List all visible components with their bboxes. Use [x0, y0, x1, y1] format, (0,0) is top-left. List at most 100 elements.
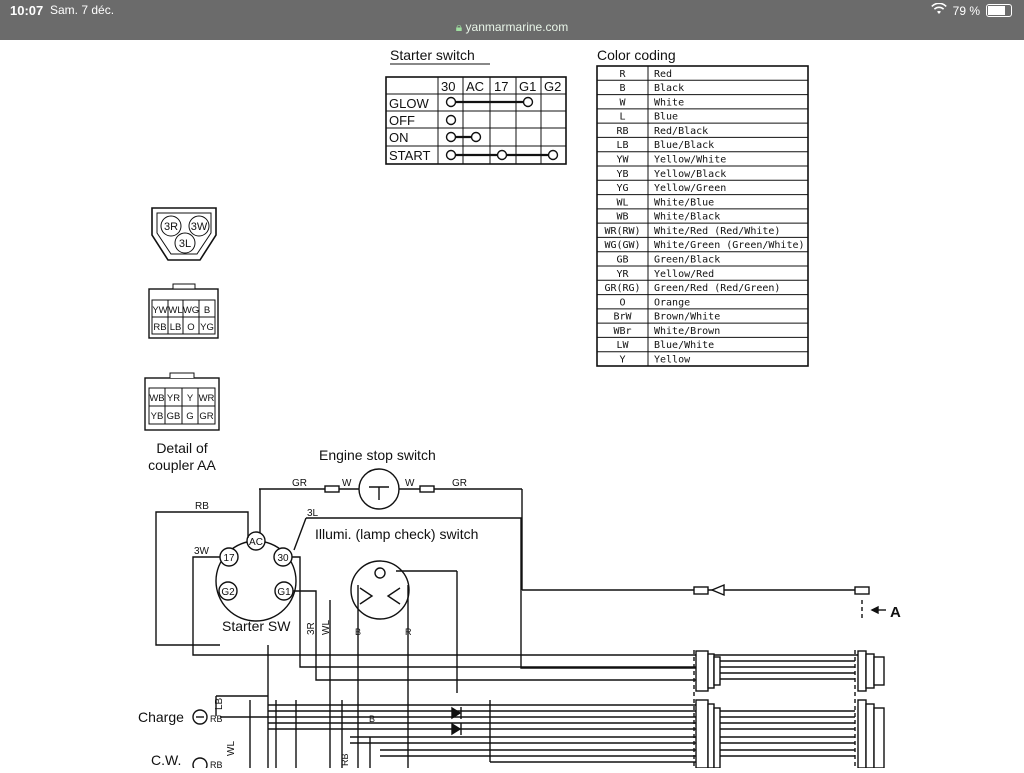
color-code: YG — [616, 183, 628, 194]
marker-a-label: A — [890, 604, 901, 621]
wiring-diagram-page: Starter switch 30 AC 17 G1 G2 GLOW OFF O… — [20, 40, 1004, 773]
pin-label: 3R — [164, 221, 178, 233]
pin-label: WB — [149, 393, 164, 404]
diagram-canvas: Starter switch 30 AC 17 G1 G2 GLOW OFF O… — [138, 47, 901, 773]
pin-label: LB — [170, 322, 182, 333]
color-name: Brown/White — [654, 312, 720, 323]
row-label: GLOW — [389, 96, 429, 111]
starter-switch-title: Starter switch — [390, 47, 475, 63]
col-header: G1 — [519, 79, 536, 94]
color-name: Red/Black — [654, 126, 708, 137]
color-name: White/Red (Red/White) — [654, 226, 780, 237]
color-code: GB — [616, 255, 628, 266]
wire-label: B — [369, 714, 375, 724]
wire-label: 3R — [306, 622, 317, 635]
starter-switch-table: Starter switch 30 AC 17 G1 G2 GLOW OFF O… — [385, 47, 567, 165]
color-name: White/Black — [654, 212, 720, 223]
wire-label: RB — [195, 501, 209, 512]
color-code: YB — [616, 169, 628, 180]
wire-label: WL — [226, 741, 237, 756]
color-name: Blue/Black — [654, 140, 714, 151]
wiring-labels: Engine stop switch Illumi. (lamp check) … — [138, 447, 901, 770]
status-indicators: 79 % — [930, 2, 1012, 18]
pin-label: YR — [167, 393, 180, 404]
color-name: White/Green (Green/White) — [654, 240, 805, 251]
charge-label: Charge — [138, 709, 184, 725]
starter-sw-label: Starter SW — [222, 618, 291, 634]
color-code: B — [619, 83, 625, 94]
pin-label: RB — [153, 322, 166, 333]
pin-label: GB — [167, 411, 181, 422]
ios-status-bar: 10:07 Sam. 7 déc. 🔒︎ yanmarmarine.com 79… — [0, 0, 1024, 40]
url-text: yanmarmarine.com — [465, 20, 569, 34]
row-label: OFF — [389, 113, 415, 128]
wire-label: B — [355, 627, 361, 637]
wire-label: GR — [292, 478, 307, 489]
color-name: Yellow — [654, 355, 691, 366]
color-code: R — [619, 69, 626, 80]
pin-label: GR — [199, 411, 213, 422]
wifi-icon — [930, 2, 947, 18]
color-name: Yellow/White — [654, 155, 726, 166]
color-code: O — [619, 297, 625, 308]
terminal-label: G1 — [277, 587, 291, 598]
engine-stop-switch-label: Engine stop switch — [319, 447, 436, 463]
pin-label: 3W — [191, 221, 208, 233]
pin-label: YW — [152, 305, 167, 316]
color-name: White/Blue — [654, 197, 714, 208]
col-header: 17 — [494, 79, 508, 94]
pin-label: O — [187, 322, 194, 333]
battery-icon — [986, 4, 1012, 17]
coupler-detail-label: coupler AA — [148, 457, 216, 473]
color-name: Green/Red (Red/Green) — [654, 283, 780, 294]
color-name: Yellow/Red — [654, 269, 714, 280]
wiring-lines — [155, 468, 886, 773]
color-name: Orange — [654, 297, 690, 308]
cw-label: C.W. — [151, 752, 181, 768]
color-code: YW — [616, 155, 629, 166]
wire-label: RB — [210, 714, 223, 724]
wire-label: RB — [210, 760, 223, 768]
color-code: WG(GW) — [604, 240, 640, 251]
wire-label: GR — [452, 478, 467, 489]
terminal-label: G2 — [221, 587, 235, 598]
wire-label: W — [342, 478, 352, 489]
col-header: AC — [466, 79, 484, 94]
illumi-switch-label: Illumi. (lamp check) switch — [315, 526, 478, 542]
color-code: L — [619, 112, 625, 123]
pin-label: WG — [183, 305, 199, 316]
clock-time: 10:07 — [10, 3, 44, 18]
color-code: Y — [619, 355, 625, 366]
color-name: Blue/White — [654, 340, 714, 351]
color-name: Blue — [654, 112, 678, 123]
color-code: WB — [616, 212, 628, 223]
wire-label: 3L — [307, 508, 319, 519]
row-label: START — [389, 148, 430, 163]
color-code: WL — [616, 197, 628, 208]
pin-label: WR — [199, 393, 215, 404]
lock-icon: 🔒︎ — [455, 20, 463, 34]
color-code: LW — [616, 340, 629, 351]
wire-label: WL — [321, 620, 332, 635]
battery-percent: 79 % — [952, 3, 980, 18]
pin-label: WL — [168, 305, 182, 316]
color-name: White — [654, 97, 684, 108]
color-code: RB — [616, 126, 628, 137]
color-name: Yellow/Black — [654, 169, 726, 180]
pin-label: YB — [151, 411, 164, 422]
col-header: G2 — [544, 79, 561, 94]
terminal-label: AC — [249, 537, 263, 548]
color-name: Black — [654, 83, 684, 94]
address-bar[interactable]: 🔒︎ yanmarmarine.com — [0, 20, 1024, 35]
color-coding-title: Color coding — [597, 47, 676, 63]
wire-label: R — [405, 627, 412, 637]
color-name: Green/Black — [654, 255, 720, 266]
color-code: W — [619, 97, 626, 108]
color-code: LB — [616, 140, 628, 151]
color-code: WR(RW) — [604, 226, 640, 237]
coupler-tri: 3R 3W 3L — [151, 207, 217, 261]
terminal-label: 30 — [277, 553, 289, 564]
